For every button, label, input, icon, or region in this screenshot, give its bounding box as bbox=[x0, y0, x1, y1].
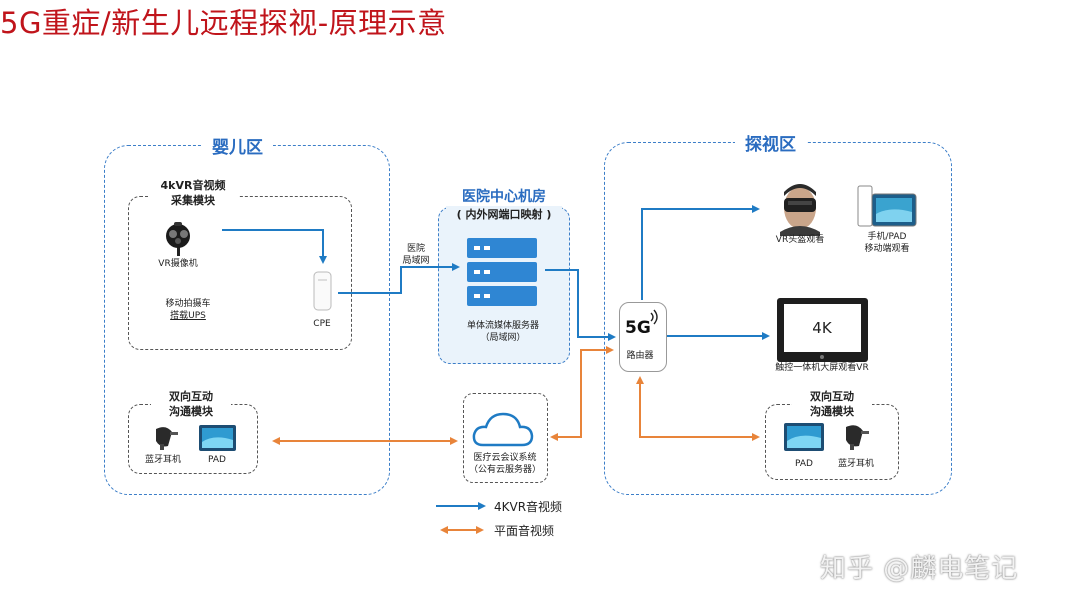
baby-earphone-label: 蓝牙耳机 bbox=[144, 455, 182, 465]
cloud-label: 医疗云会议系统 （公有云服务器） bbox=[469, 452, 541, 476]
visit-interact-title-line1: 双向互动 bbox=[810, 390, 854, 403]
baby-pad-icon bbox=[199, 425, 236, 451]
capture-module-title: 4kVR音视频 采集模块 bbox=[148, 178, 238, 208]
machine-room-title: 医院中心机房 bbox=[462, 189, 546, 205]
visit-earphone-icon bbox=[846, 425, 869, 450]
flow-camera-to-cpe bbox=[222, 229, 327, 264]
baby-interact-title-line2: 沟通模块 bbox=[169, 405, 213, 418]
visit-interact-title-line2: 沟通模块 bbox=[810, 405, 854, 418]
cloud-label-line1: 医疗云会议系统 bbox=[473, 453, 537, 463]
visit-pad-label: PAD bbox=[795, 459, 813, 469]
cpe-label: CPE bbox=[313, 319, 331, 329]
visit-zone-title: 探视区 bbox=[735, 130, 806, 155]
flow-cloud-router bbox=[550, 346, 614, 441]
capture-module-title-line2: 采集模块 bbox=[171, 194, 215, 207]
watermark: 知乎 @麟电笔记 bbox=[820, 554, 1019, 584]
baby-zone-title: 婴儿区 bbox=[202, 133, 273, 158]
server-label: 单体流媒体服务器 （局域网） bbox=[467, 320, 539, 344]
mobile-label-line1: 手机/PAD bbox=[867, 232, 907, 242]
page-title: 5G重症/新生儿远程探视-原理示意 bbox=[0, 6, 447, 40]
capture-module-box bbox=[128, 196, 352, 350]
capture-module-title-line1: 4kVR音视频 bbox=[160, 179, 226, 192]
flow-server-to-router bbox=[545, 269, 616, 341]
router-box bbox=[619, 302, 667, 372]
mobile-label: 手机/PAD 移动端观看 bbox=[864, 231, 909, 255]
machine-room-box bbox=[438, 207, 570, 364]
baby-pad-label: PAD bbox=[208, 455, 226, 465]
vr-headset-label: VR头盔观看 bbox=[775, 235, 825, 245]
vehicle-label-line2: 搭载UPS bbox=[170, 311, 206, 321]
flow-router-to-vr bbox=[641, 205, 760, 300]
baby-earphone-icon bbox=[156, 427, 178, 450]
vehicle-label-line1: 移动拍摄车 bbox=[165, 299, 211, 309]
legend-flat-label: 平面音视频 bbox=[494, 524, 555, 538]
hospital-lan-label-line1: 医院 bbox=[406, 244, 426, 254]
vehicle-label: 移动拍摄车 搭载UPS bbox=[165, 298, 210, 322]
vr-camera-icon bbox=[166, 222, 190, 256]
visit-pad-icon bbox=[784, 423, 824, 451]
legend-vr-label: 4KVR音视频 bbox=[494, 500, 563, 514]
router-5g-badge: 5G bbox=[625, 318, 651, 338]
baby-interact-module-title: 双向互动 沟通模块 bbox=[151, 389, 231, 419]
wifi-icon bbox=[650, 309, 658, 325]
large-screen-label: 触控一体机大屏观看VR bbox=[775, 363, 869, 373]
visit-earphone-label: 蓝牙耳机 bbox=[837, 459, 875, 469]
hospital-lan-label: 医院 局域网 bbox=[402, 243, 429, 267]
cloud-icon bbox=[472, 412, 534, 447]
server-label-line2: （局域网） bbox=[480, 333, 526, 343]
vr-headset-icon bbox=[780, 184, 820, 236]
mobile-devices-icon bbox=[857, 185, 917, 227]
server-icon bbox=[467, 238, 537, 306]
cpe-icon bbox=[313, 271, 332, 311]
baby-interact-title-line1: 双向互动 bbox=[169, 390, 213, 403]
mobile-label-line2: 移动端观看 bbox=[864, 244, 910, 254]
large-screen-icon bbox=[777, 298, 868, 362]
router-label: 路由器 bbox=[626, 351, 654, 361]
hospital-lan-label-line2: 局域网 bbox=[402, 256, 430, 266]
vr-camera-label: VR摄像机 bbox=[158, 259, 198, 269]
server-label-line1: 单体流媒体服务器 bbox=[466, 321, 540, 331]
cloud-label-line2: （公有云服务器） bbox=[468, 465, 542, 475]
machine-room-subtitle: ( 内外网端口映射 ) bbox=[446, 206, 562, 222]
screen-4k-text: 4K bbox=[812, 319, 832, 337]
flow-cpe-to-server bbox=[338, 263, 460, 294]
flow-router-visit-pad bbox=[636, 376, 760, 441]
visit-interact-module-title: 双向互动 沟通模块 bbox=[792, 389, 872, 419]
